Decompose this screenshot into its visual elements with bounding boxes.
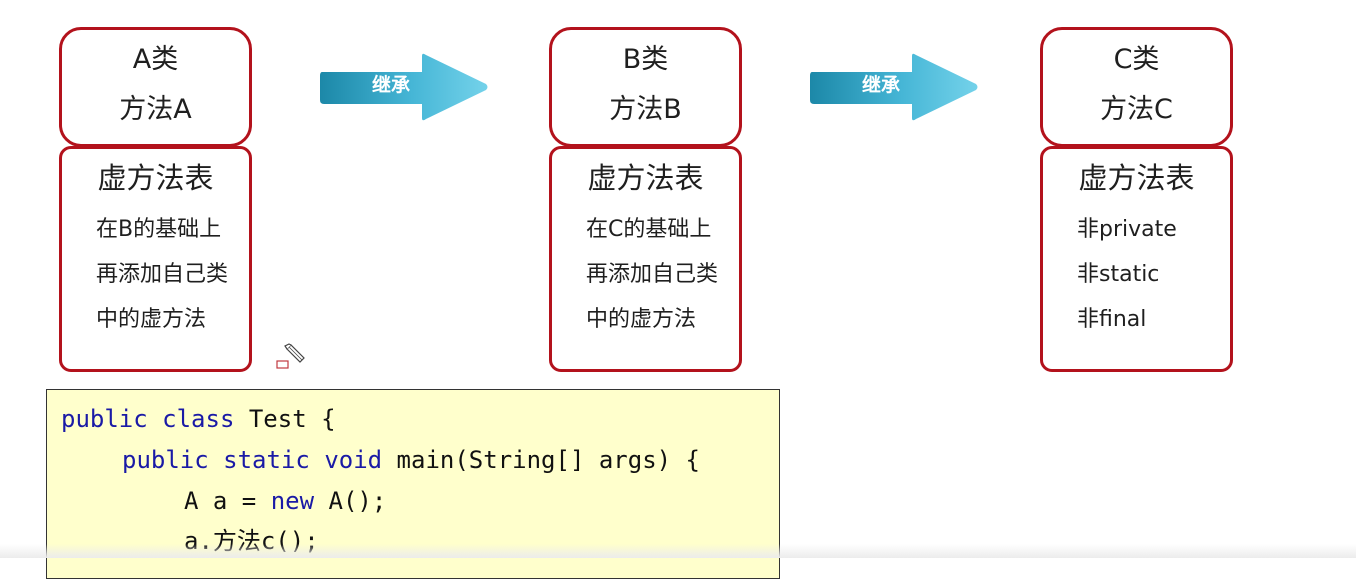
vtable-item: 在C的基础上 (586, 217, 712, 242)
code-keyword: class (162, 405, 235, 433)
code-keyword: void (324, 446, 383, 474)
class-a-name: A类 (132, 44, 179, 75)
code-keyword: static (223, 446, 310, 474)
vtable-item: 再添加自己类 (586, 262, 719, 287)
class-a-method: 方法A (119, 94, 192, 125)
arrow-right-icon (320, 53, 488, 121)
inherit-arrow-1: 继承 (318, 52, 490, 122)
class-a-box: A类 方法A (59, 27, 252, 147)
code-text: main(String[] args) { (382, 446, 700, 474)
code-line-1: public class Test { (61, 403, 336, 435)
code-keyword: public (122, 446, 209, 474)
vtable-title: 虚方法表 (97, 161, 214, 195)
class-c-vtable: 虚方法表 非private 非static 非final (1040, 146, 1233, 372)
vtable-item: 在B的基础上 (96, 217, 222, 242)
vtable-title: 虚方法表 (587, 161, 704, 195)
inherit-arrow-2: 继承 (808, 52, 980, 122)
class-b-method: 方法B (609, 94, 682, 125)
vtable-item: 再添加自己类 (96, 262, 229, 287)
vtable-item: 非private (1077, 217, 1177, 242)
code-text: A(); (314, 487, 387, 515)
code-keyword: new (270, 487, 315, 515)
class-b-name: B类 (622, 44, 669, 75)
window-bottom-edge (0, 544, 1356, 558)
arrow-label: 继承 (371, 74, 410, 96)
code-text: Test { (234, 405, 336, 433)
pencil-cursor-icon (276, 341, 306, 371)
code-line-2: public static void main(String[] args) { (122, 444, 700, 476)
vtable-title: 虚方法表 (1078, 161, 1195, 195)
vtable-item: 中的虚方法 (96, 307, 207, 332)
vtable-item: 中的虚方法 (586, 307, 697, 332)
class-b-box: B类 方法B (549, 27, 742, 147)
class-c-box: C类 方法C (1040, 27, 1233, 147)
vtable-item: 非final (1077, 307, 1147, 332)
arrow-label: 继承 (861, 74, 900, 96)
class-a-vtable: 虚方法表 在B的基础上 再添加自己类 中的虚方法 (59, 146, 252, 372)
class-b-vtable: 虚方法表 在C的基础上 再添加自己类 中的虚方法 (549, 146, 742, 372)
class-c-name: C类 (1113, 44, 1160, 75)
code-keyword: public (61, 405, 148, 433)
code-text: A a = (184, 487, 271, 515)
class-c-method: 方法C (1100, 94, 1173, 125)
code-line-3: A a = new A(); (184, 485, 386, 517)
arrow-right-icon (810, 53, 978, 121)
vtable-item: 非static (1077, 262, 1160, 287)
